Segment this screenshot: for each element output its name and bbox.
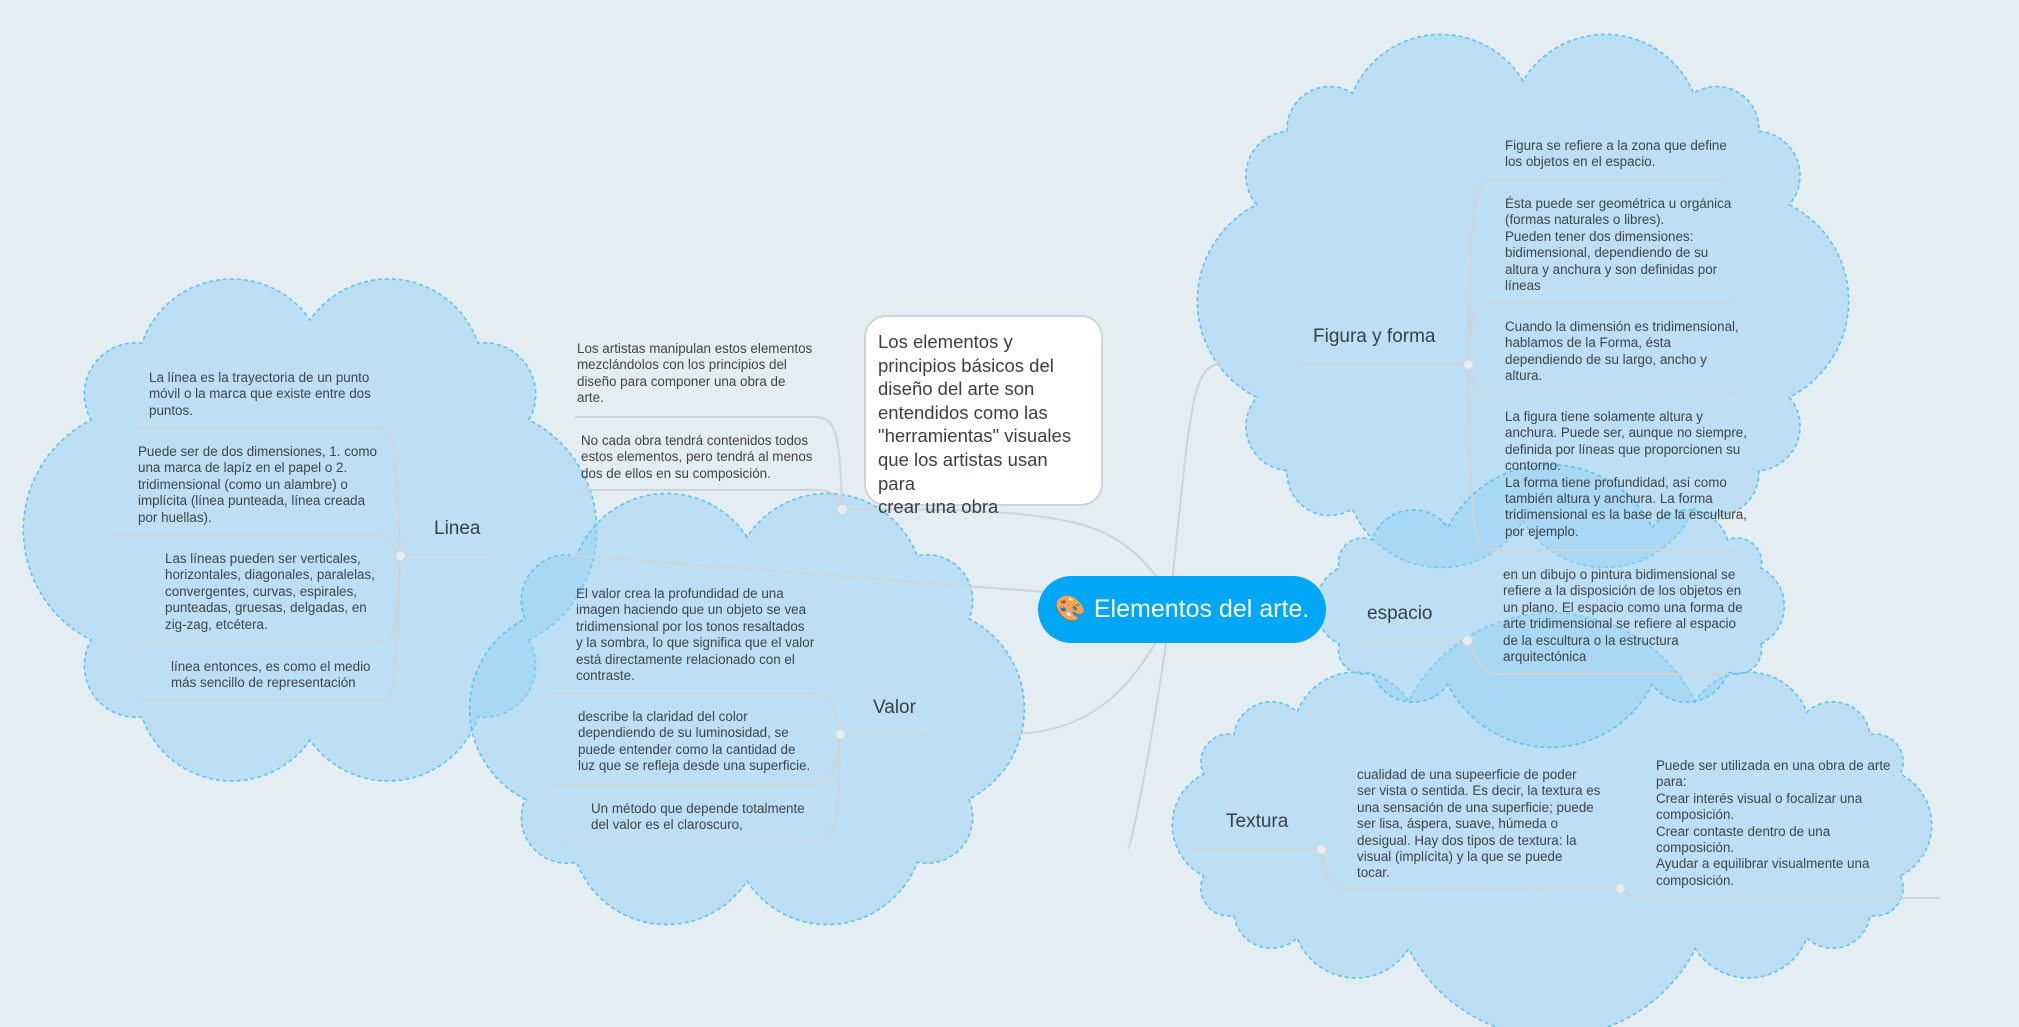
valor-cloud [468,492,1026,926]
linea-note[interactable]: Las líneas pueden ser verticales, horizo… [165,551,375,632]
topic-espacio[interactable]: espacio [1367,603,1433,624]
espacio-cloud [1314,463,1786,749]
linea-note[interactable]: línea entonces, es como el medio más sen… [171,659,371,691]
intro-note[interactable]: Los artistas manipulan estos elementos m… [577,341,813,406]
topic-textura[interactable]: Textura [1226,811,1289,832]
intro-topic[interactable]: Los elementos y principios básicos del d… [864,315,1103,517]
figura-note[interactable]: Cuando la dimensión es tridimensional, h… [1505,319,1739,384]
figura-note[interactable]: Figura se refiere a la zona que define l… [1505,138,1727,170]
central-title: Elementos del arte. [1093,595,1310,623]
central-topic[interactable]: 🎨 Elementos del arte. [1038,576,1326,643]
textura-note[interactable]: Puede ser utilizada en una obra de arte … [1656,758,1891,888]
figura-note[interactable]: Ésta puede ser geométrica u orgánica (fo… [1505,196,1732,294]
espacio-note[interactable]: en un dibujo o pintura bidimensional se … [1503,567,1743,665]
linea-connector-dot[interactable] [395,550,406,561]
valor-connector-dot[interactable] [835,729,846,740]
textura-connector-dot[interactable] [1316,844,1327,855]
figura-connector-dot[interactable] [1463,359,1474,370]
palette-icon: 🎨 [1054,595,1086,623]
topic-valor[interactable]: Valor [873,697,916,718]
linea-note[interactable]: Puede ser de dos dimensiones, 1. como un… [138,444,377,525]
figura-note[interactable]: La figura tiene solamente altura y anchu… [1505,409,1747,539]
valor-note[interactable]: El valor crea la profundidad de una imag… [576,586,815,684]
valor-note[interactable]: describe la claridad del color dependien… [578,709,811,774]
topic-figura-y-forma[interactable]: Figura y forma [1313,326,1436,347]
textura-sub-connector-dot[interactable] [1615,883,1626,894]
textura-note[interactable]: cualidad de una supeerficie de poder ser… [1357,767,1601,881]
figura-cloud [1196,33,1850,569]
valor-note[interactable]: Un método que depende totalmente del val… [591,801,805,833]
linea-note[interactable]: La línea es la trayectoria de un punto m… [149,370,371,418]
intro-connector-dot[interactable] [837,504,848,515]
textura-cloud [1171,612,1933,1027]
espacio-connector-dot[interactable] [1462,635,1473,646]
topic-linea[interactable]: Linea [434,518,481,539]
linea-cloud [22,278,598,782]
intro-note[interactable]: No cada obra tendrá contenidos todos est… [581,433,813,481]
